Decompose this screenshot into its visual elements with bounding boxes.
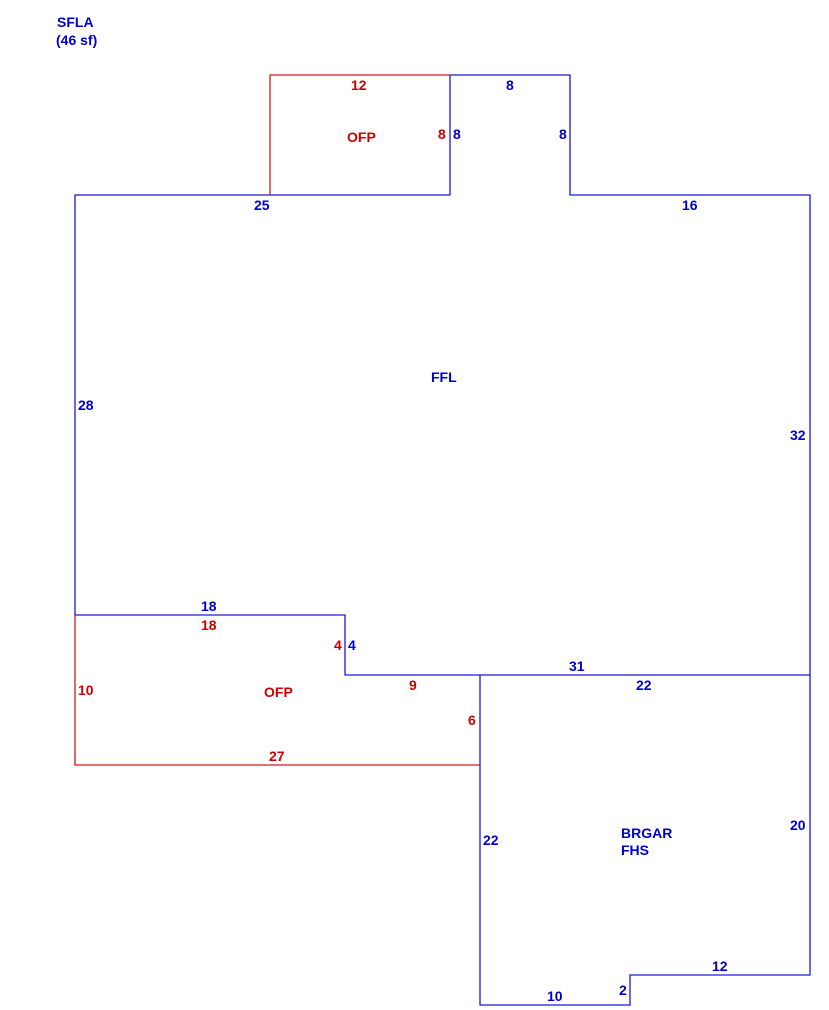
dim-label: 12 — [712, 958, 728, 974]
dim-label: 4 — [334, 637, 342, 653]
sketch-area: (46 sf) — [56, 32, 97, 48]
ffl-outline — [74, 74, 811, 676]
dim-label: 22 — [636, 677, 652, 693]
dim-label: 6 — [468, 712, 476, 728]
dim-label: 25 — [254, 197, 270, 213]
area-label-brgar: BRGAR — [621, 825, 672, 841]
area-label-ofp-bottom: OFP — [264, 684, 293, 700]
area-label-ffl: FFL — [431, 369, 457, 385]
area-label-ofp-top: OFP — [347, 129, 376, 145]
dim-label: 16 — [682, 197, 698, 213]
dim-label: 32 — [790, 427, 806, 443]
dim-label: 18 — [201, 598, 217, 614]
ofp-bottom-outline — [74, 615, 480, 766]
dim-label: 22 — [483, 832, 499, 848]
dim-label: 8 — [506, 77, 514, 93]
ofp-top-outline — [269, 74, 450, 195]
dim-label: 20 — [790, 817, 806, 833]
dim-label: 4 — [348, 637, 356, 653]
dim-label: 8 — [559, 126, 567, 142]
dim-label: 8 — [453, 126, 461, 142]
garage-outline — [479, 675, 811, 1006]
dim-label: 31 — [569, 658, 585, 674]
dim-label: 2 — [619, 982, 627, 998]
dim-label: 8 — [438, 126, 446, 142]
sketch-title: SFLA — [57, 14, 94, 30]
dim-label: 27 — [269, 748, 285, 764]
dim-label: 9 — [409, 677, 417, 693]
dim-label: 12 — [351, 77, 367, 93]
dim-label: 10 — [78, 682, 94, 698]
dim-label: 28 — [78, 397, 94, 413]
area-label-fhs: FHS — [621, 842, 649, 858]
dim-label: 10 — [547, 988, 563, 1004]
dim-label: 18 — [201, 617, 217, 633]
